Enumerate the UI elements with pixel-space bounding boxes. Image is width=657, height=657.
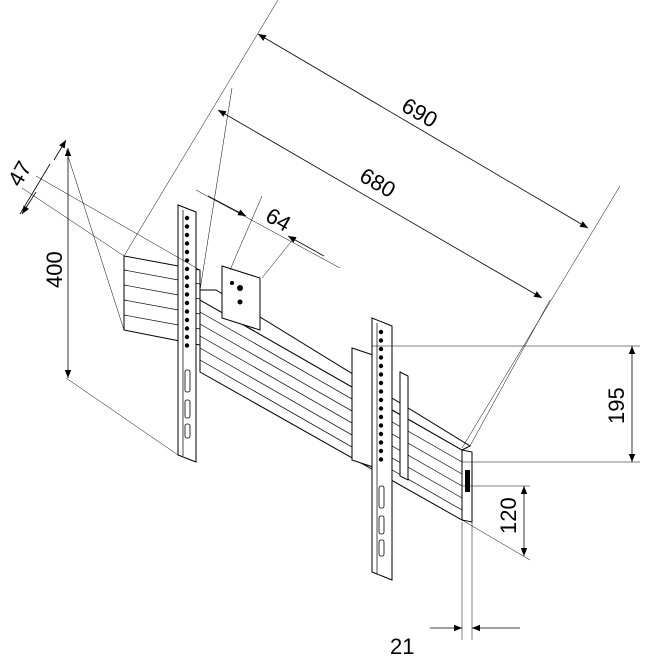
dim-64-label: 64	[262, 203, 296, 237]
dim-690-label: 690	[398, 93, 442, 133]
strap-hole	[184, 309, 190, 314]
strap-hole	[184, 224, 190, 229]
strap-hole	[378, 346, 384, 352]
strap-hole	[184, 300, 190, 306]
strap-hole	[378, 423, 384, 428]
strap-hole	[378, 448, 384, 454]
strap-hole	[184, 215, 190, 221]
strap-hole	[378, 380, 384, 386]
strap-hole	[184, 241, 190, 246]
dim-400-label: 400	[42, 251, 67, 288]
strap-hole	[378, 457, 384, 462]
strap-hole	[184, 283, 190, 289]
strap-hole	[184, 258, 190, 263]
dim-21-label: 21	[390, 634, 414, 657]
strap-hole	[184, 266, 190, 272]
strap-hole	[378, 338, 384, 343]
strap-hole	[184, 343, 190, 348]
strap-hole	[378, 414, 384, 420]
strap-hole	[378, 389, 384, 394]
dim-120-label: 120	[496, 497, 521, 534]
strap-hole	[184, 275, 190, 280]
dim-195-label: 195	[604, 387, 629, 424]
dimension-lines	[19, 33, 636, 632]
dim-680-label: 680	[356, 163, 400, 203]
strap-hole	[378, 397, 384, 403]
strap-hole	[184, 249, 190, 255]
strap-hole	[184, 326, 190, 331]
right-vertical-strap	[371, 317, 393, 581]
strap-hole	[378, 440, 384, 445]
strap-hole	[378, 431, 384, 437]
right-wall-plate	[351, 347, 409, 481]
strap-hole	[184, 232, 190, 238]
strap-hole	[378, 329, 384, 335]
extension-lines	[21, 0, 640, 640]
strap-hole	[378, 355, 384, 360]
strap-hole	[378, 406, 384, 411]
mounting-rail	[123, 255, 473, 523]
strap-hole	[184, 317, 190, 323]
strap-hole	[184, 334, 190, 340]
dim-47-label: 47	[3, 157, 37, 191]
strap-hole	[378, 372, 384, 377]
strap-hole	[184, 292, 190, 297]
strap-hole	[378, 363, 384, 369]
left-vertical-strap	[177, 204, 197, 463]
